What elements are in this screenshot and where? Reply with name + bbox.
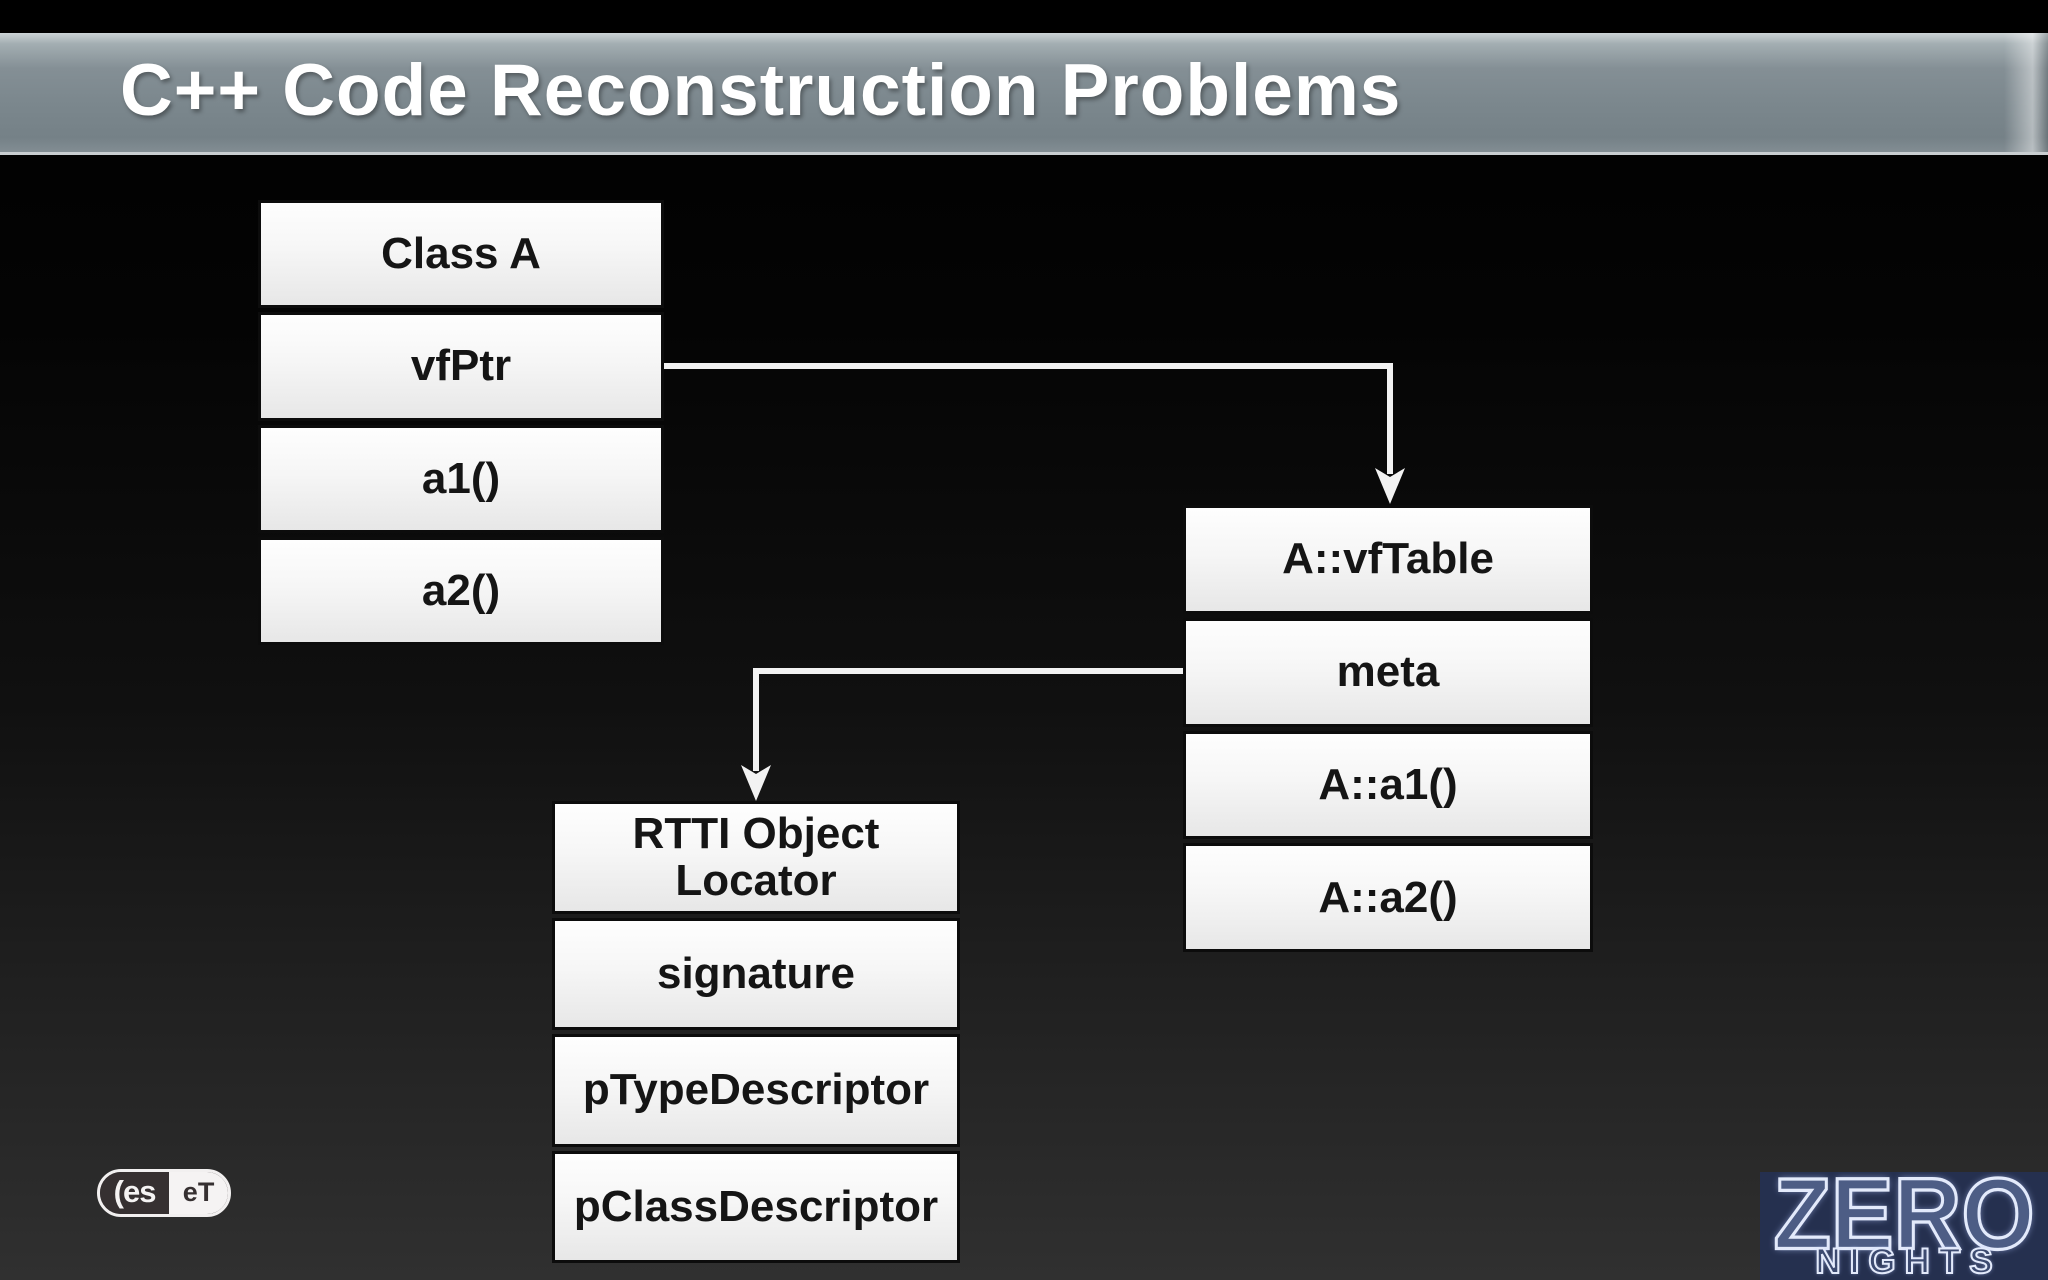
eset-logo-right-text: eT — [169, 1172, 228, 1214]
vftable-box: A::vfTable meta A::a1() A::a2() — [1183, 505, 1593, 952]
zeronights-logo-line1: ZERO — [1772, 1172, 2036, 1272]
rtti-pclassdescriptor-cell: pClassDescriptor — [552, 1150, 960, 1263]
eset-logo-left-text: (es — [100, 1172, 170, 1214]
arrow-vfptr-to-vftable — [663, 363, 1405, 504]
class-a-a1-cell: a1() — [258, 424, 664, 533]
rtti-box: RTTI Object Locator signature pTypeDescr… — [552, 801, 960, 1263]
arrow-meta-to-rtti-line — [753, 668, 1186, 771]
arrow-meta-to-rtti — [741, 668, 1186, 801]
slide-title: C++ Code Reconstruction Problems — [120, 50, 1402, 131]
class-a-a2-cell: a2() — [258, 536, 664, 645]
rtti-signature-cell: signature — [552, 917, 960, 1030]
class-a-box: Class A vfPtr a1() a2() — [258, 200, 664, 645]
eset-logo: (es eT — [97, 1169, 231, 1217]
arrow-meta-to-rtti-head-icon — [741, 765, 771, 801]
class-a-vfptr-cell: vfPtr — [258, 312, 664, 421]
vftable-header-cell: A::vfTable — [1183, 505, 1593, 614]
vftable-meta-cell: meta — [1183, 617, 1593, 727]
rtti-ptypedescriptor-cell: pTypeDescriptor — [552, 1034, 960, 1147]
rtti-header-cell: RTTI Object Locator — [552, 801, 960, 914]
arrow-vfptr-to-vftable-head-icon — [1375, 468, 1405, 504]
vftable-a1-cell: A::a1() — [1183, 730, 1593, 840]
zeronights-logo-line2: NIGHTS — [1814, 1241, 2002, 1280]
vftable-a2-cell: A::a2() — [1183, 843, 1593, 952]
class-a-header-cell: Class A — [258, 200, 664, 309]
arrow-vfptr-to-vftable-line — [663, 363, 1393, 474]
title-banner: C++ Code Reconstruction Problems — [0, 33, 2048, 155]
zeronights-logo: ZERO NIGHTS — [1760, 1172, 2048, 1280]
